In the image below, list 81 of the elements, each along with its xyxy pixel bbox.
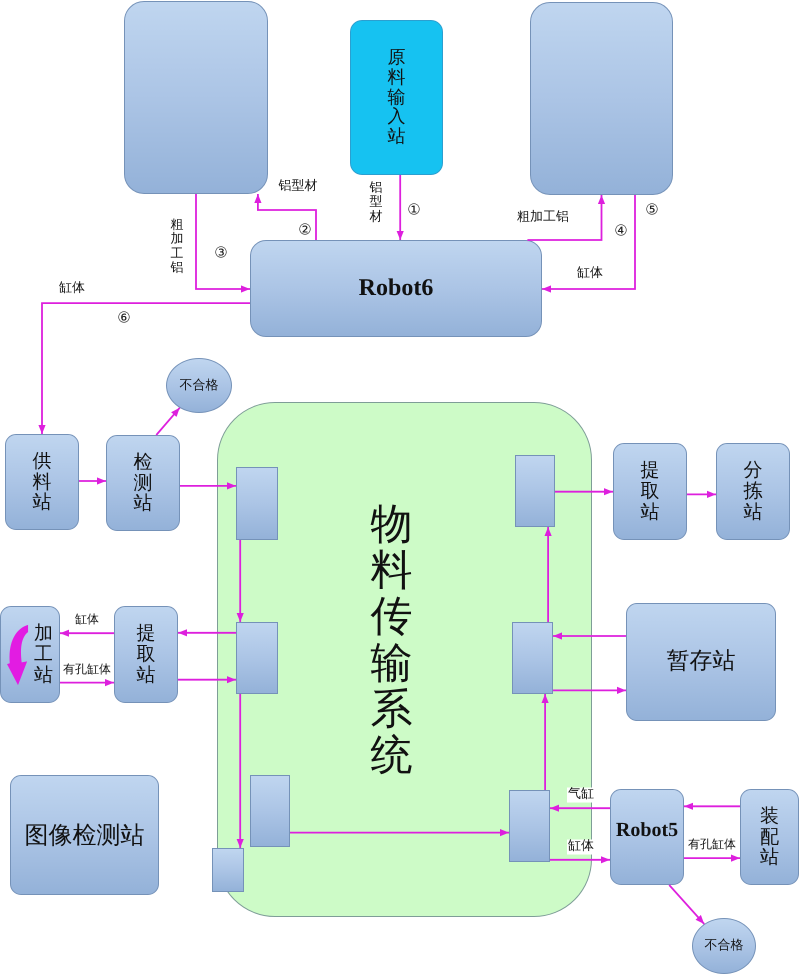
station-box	[106, 435, 180, 531]
pallet-slot	[512, 622, 552, 694]
arrow	[195, 194, 250, 293]
machine-box	[530, 2, 673, 195]
arrow	[156, 407, 180, 436]
node-label: 加工站	[34, 623, 53, 686]
pallet-slot	[514, 454, 554, 526]
arrow	[60, 679, 114, 686]
callout-number: ⑤	[645, 202, 659, 218]
conveyor-area	[217, 402, 592, 917]
node-label: 分拣站	[744, 460, 762, 523]
station-box	[626, 603, 776, 721]
edge-label: 气缸	[567, 788, 595, 802]
pallet-slot	[236, 622, 278, 694]
node-label: 供料站	[32, 450, 52, 514]
edge-label: 缸体	[576, 266, 604, 282]
node-label: Robot6	[358, 274, 434, 303]
station-box	[350, 20, 443, 175]
callout-number: ①	[407, 202, 421, 218]
station-box	[716, 443, 790, 540]
node-label: Robot5	[616, 818, 678, 842]
node-label: 不合格	[704, 938, 744, 954]
arrow	[60, 630, 114, 637]
edge-label: 铝型材	[370, 182, 382, 224]
machine-box	[124, 1, 268, 194]
pallet-slot	[508, 790, 550, 862]
arrow	[178, 676, 236, 684]
station-box	[740, 789, 799, 885]
station-box	[10, 775, 159, 895]
node-label: 物料传输系统	[370, 500, 412, 778]
edge-label: 缸体	[567, 840, 595, 854]
node-label: 检测站	[134, 452, 152, 514]
edge-label: 粗加工铝	[170, 218, 184, 276]
node-label: 提取站	[136, 623, 156, 686]
arrow	[236, 540, 244, 622]
arrow	[544, 527, 552, 622]
station-box	[114, 606, 178, 703]
arrow	[542, 694, 549, 790]
arrow	[527, 195, 606, 241]
pallet-slot	[236, 466, 278, 540]
node-label: 不合格	[180, 378, 218, 394]
pallet-slot	[250, 774, 290, 846]
arrow	[236, 694, 244, 848]
robot-box	[250, 240, 542, 337]
edge-label: 铝型材	[278, 180, 318, 194]
edge-label: 缸体	[74, 613, 100, 627]
arrow	[550, 804, 610, 812]
callout-number: ④	[614, 224, 628, 238]
arrow	[178, 629, 236, 636]
arrow	[38, 302, 250, 434]
arrow	[553, 632, 626, 640]
arrow	[550, 856, 610, 864]
station-box	[0, 606, 60, 703]
arrow	[553, 686, 626, 694]
edge-label: 粗加工铝	[516, 210, 570, 226]
arrow	[396, 175, 404, 240]
pallet-slot	[212, 848, 244, 892]
arrow	[79, 477, 106, 485]
arrow	[290, 829, 509, 836]
arrow	[684, 854, 740, 862]
node-label: 装配站	[760, 806, 779, 868]
station-box	[5, 434, 79, 530]
arrow	[254, 194, 317, 240]
arrow	[687, 490, 716, 498]
callout-number: ③	[214, 246, 228, 260]
station-box	[610, 789, 684, 885]
arrow	[668, 884, 705, 925]
station-box	[613, 443, 687, 540]
node-label: 暂存站	[666, 648, 736, 676]
arrow	[542, 195, 636, 293]
edge-label: 有孔缸体	[62, 663, 112, 677]
node-label: 图像检测站	[24, 820, 144, 850]
callout-number: ⑥	[117, 310, 131, 326]
arrow	[555, 488, 613, 496]
arrow	[684, 802, 740, 810]
edge-label: 有孔缸体	[687, 838, 737, 852]
callout-number: ②	[298, 222, 312, 238]
arrow	[180, 482, 236, 490]
node-label: 原料输入站	[388, 48, 406, 147]
node-label: 提取站	[640, 460, 660, 523]
edge-label: 缸体	[58, 282, 86, 296]
